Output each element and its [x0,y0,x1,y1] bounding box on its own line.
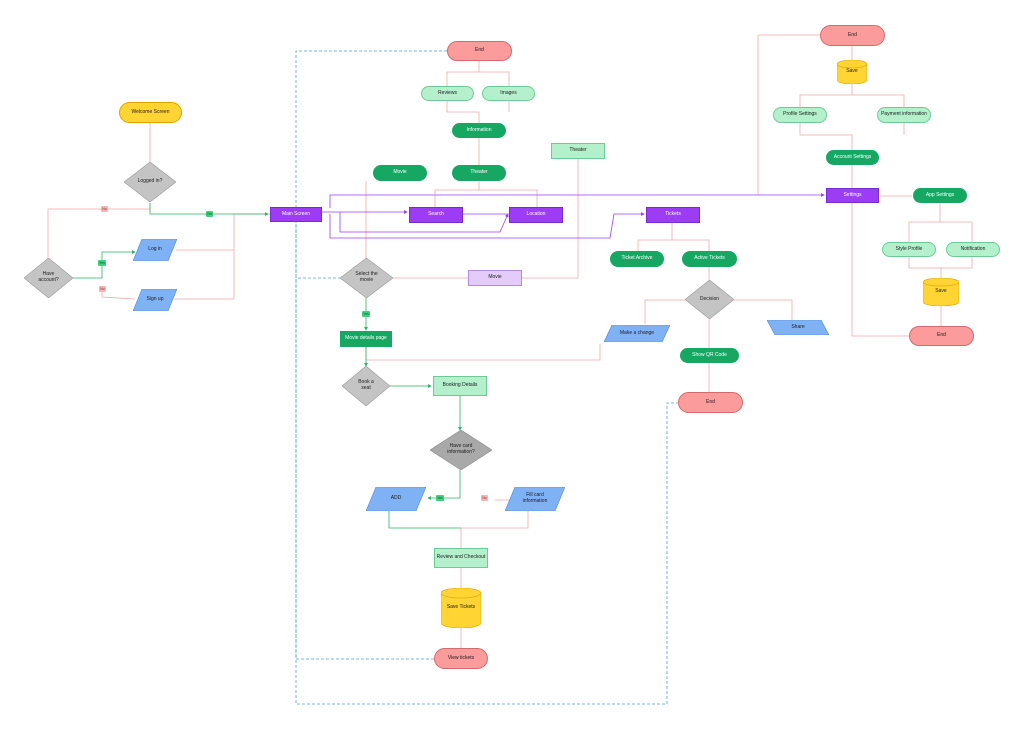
book-seat-decision: Book a seat [342,366,390,406]
movie-light-node: Movie [468,270,522,286]
account-settings-node: Account Settings [826,150,879,165]
logged-yes-badge: Yes [206,211,213,217]
make-change-node: Make a change [604,325,670,342]
active-tickets-node: Active Tickets [682,251,737,267]
select-yes-badge: Yes [362,311,370,317]
theater-light-node: Theater [551,143,605,159]
edge-dashed-view-tickets-to-main [295,222,434,660]
edge-dashed-loop-outer [295,50,678,705]
review-checkout-node: Review and Checkout [434,548,488,568]
theater-green-node: Theater [452,165,506,181]
add-node: ADD [366,487,426,511]
logged-in-decision: Logged in? [124,162,176,202]
app-settings-node: App Settings [913,188,967,203]
settings-node: Settings [826,188,879,203]
movie-green-node: Movie [373,165,427,181]
card-yes-badge: Yes [436,495,444,501]
show-qr-node: Show QR Code [680,348,739,363]
booking-details-node: Booking Details [433,376,487,396]
logged-no-badge: No [101,206,108,212]
have-account-decision: Have account? [24,258,73,298]
sign-up-node: Sign up [133,289,177,311]
profile-settings-node: Profile Settings [773,107,827,123]
end-right-top-node: End [820,25,885,46]
have-yes-badge: Yes [98,260,106,266]
share-node: Share [767,320,829,335]
fill-card-node: Fill card information [505,487,565,511]
end-mid-node: End [678,392,743,413]
ticket-archive-node: Ticket Archive [610,251,664,267]
search-node: Search [409,207,463,223]
movie-details-node: Movie details page [340,331,392,347]
end-top-node: End [447,41,512,61]
edge-logged-yes [149,203,269,216]
log-in-node: Log in [133,239,177,261]
tickets-node: Tickets [646,207,700,223]
select-movie-decision: Select the movie [340,258,393,298]
decision-node: Decision [685,280,734,319]
reviews-node: Reviews [421,86,474,101]
edge-details-change [365,344,601,361]
images-node: Images [482,86,535,101]
main-screen-node: Main Screen [270,207,322,222]
save-top-node: Save [837,60,867,84]
information-node: Information [452,123,506,138]
location-node: Location [509,207,563,223]
save-tickets-node: Save Tickets [441,588,481,628]
style-profile-node: Style Profile [882,242,936,257]
view-tickets-node: View tickets [434,648,488,669]
notification-node: Notification [946,242,1000,257]
have-card-decision: Have card information? [430,430,492,470]
edge-have-no [101,287,136,300]
edge-top-end-to-reviews [446,61,480,86]
welcome-screen-node: Welcome Screen [119,102,182,123]
payment-information-node: Payment information [877,107,931,123]
edge-signup-main [174,213,270,300]
card-no-badge: No [481,495,488,501]
save-bottom-node: Save [923,278,959,306]
end-right-bottom-node: End [909,326,974,346]
have-no-badge: No [99,286,106,292]
